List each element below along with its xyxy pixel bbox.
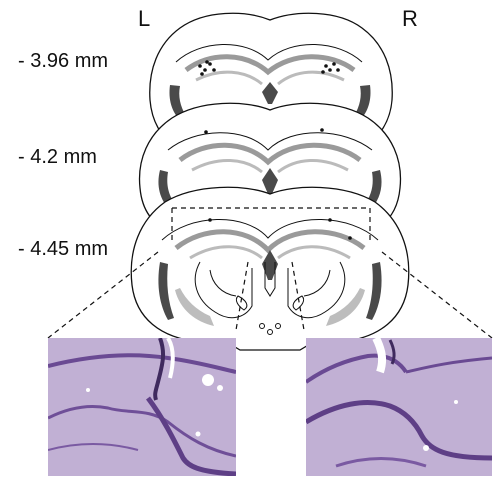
micrograph-right-image <box>306 338 492 476</box>
section-3-outline <box>131 187 409 350</box>
micrograph-left <box>48 338 236 476</box>
micrograph-left-image <box>48 338 236 476</box>
micrograph-right <box>306 338 492 476</box>
